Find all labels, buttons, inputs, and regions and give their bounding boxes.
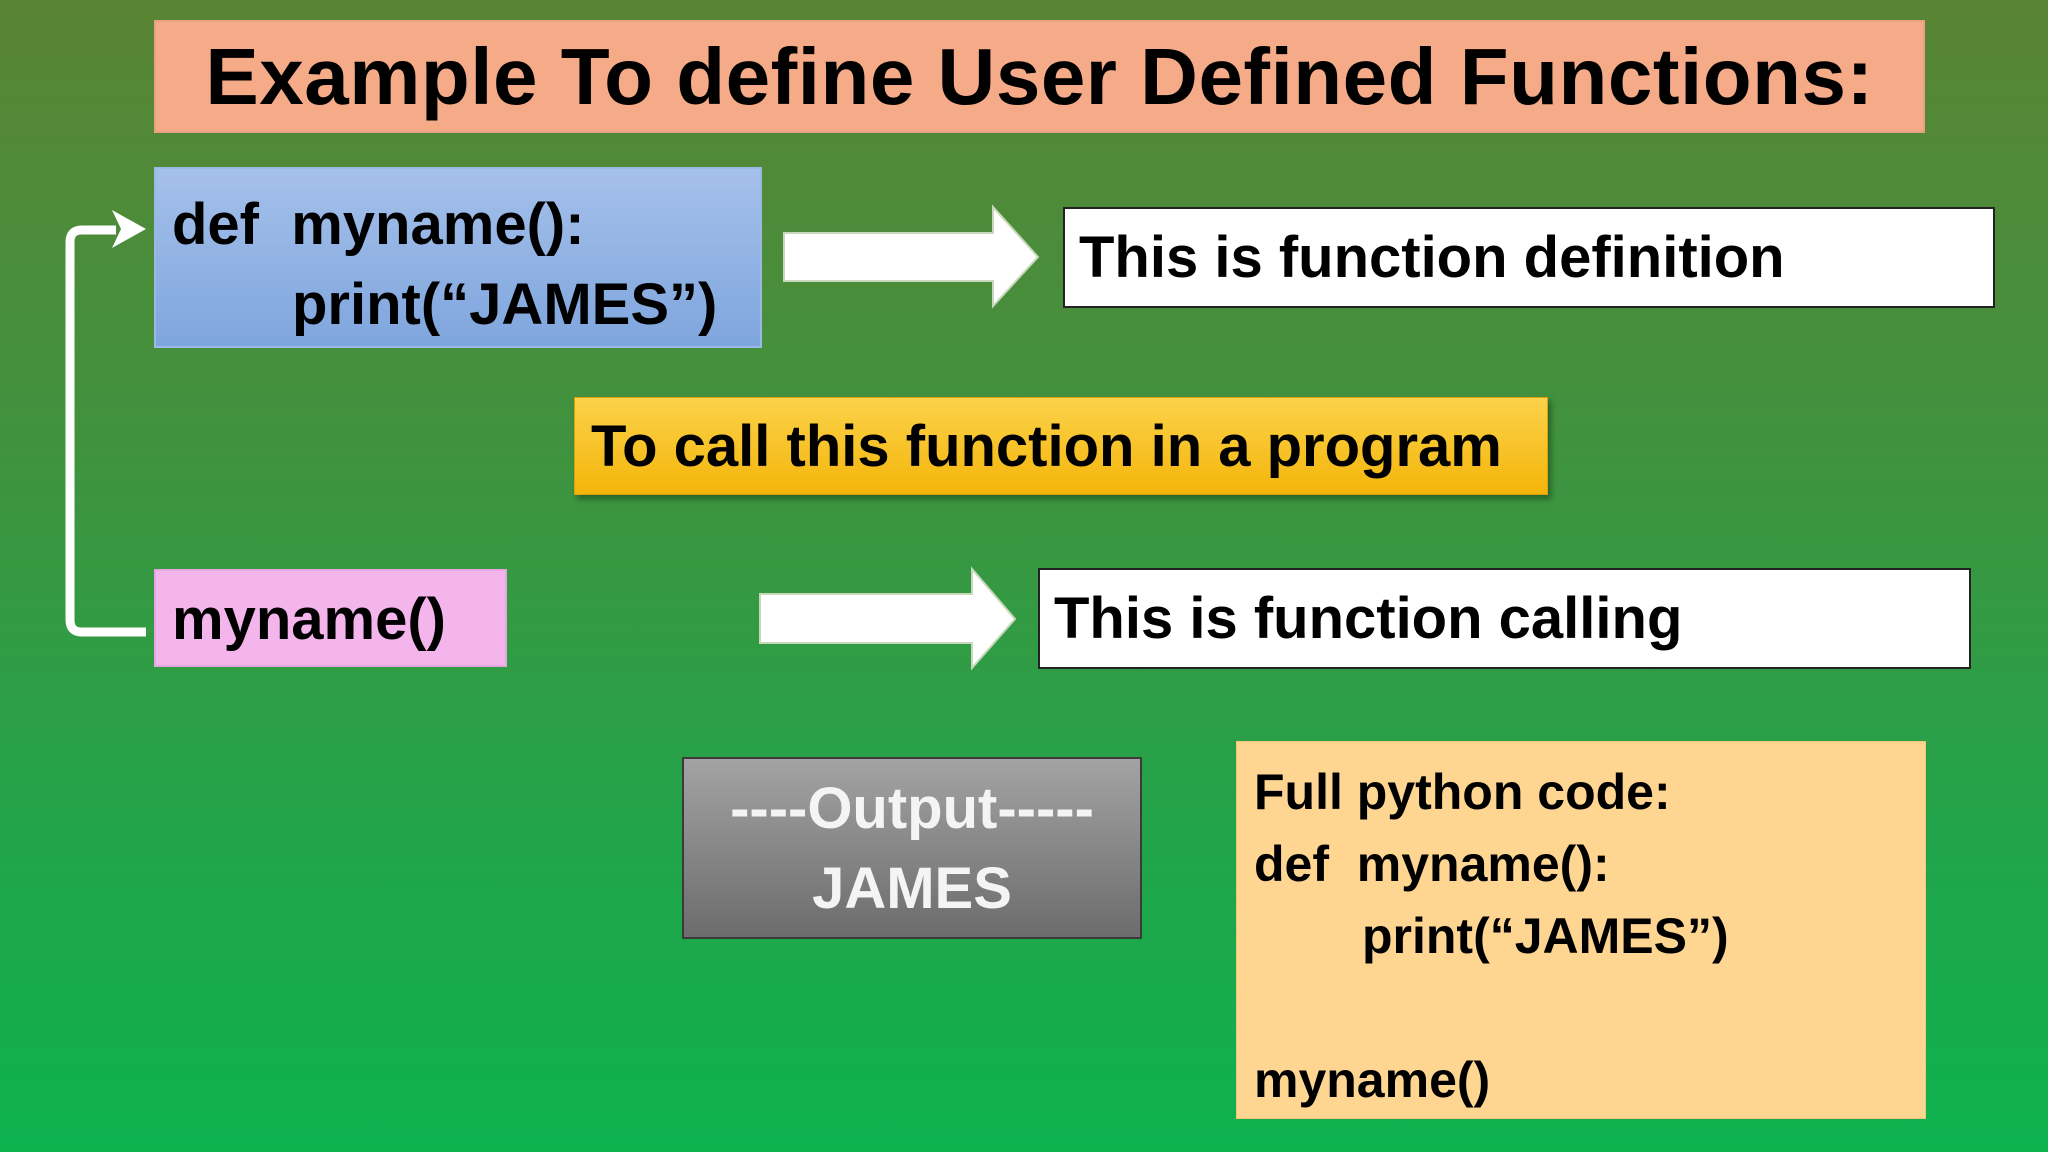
full-code-line-2: print(“JAMES”) [1362,908,1729,964]
function-definition-box: def myname(): print(“JAMES”) [154,167,762,348]
output-box: ----Output----- JAMES [682,757,1142,939]
call-instruction-banner: To call this function in a program [574,397,1548,495]
definition-arrow [783,204,1040,309]
full-code-line-1: def myname(): [1254,836,1610,892]
function-call-box: myname() [154,569,507,667]
full-code-heading: Full python code: [1254,764,1671,820]
call-note: This is function calling [1038,568,1971,669]
definition-line-2: print(“JAMES”) [292,272,718,337]
slide-title: Example To define User Defined Functions… [154,20,1925,133]
call-instruction-text: To call this function in a program [591,413,1502,479]
definition-note: This is function definition [1063,207,1995,308]
call-to-definition-connector [65,225,146,637]
full-code-line-3: myname() [1254,1052,1491,1108]
definition-note-text: This is function definition [1079,225,1785,290]
full-code-box: Full python code: def myname(): print(“J… [1236,741,1926,1119]
output-header: ----Output----- [730,776,1094,841]
connector-arrowhead [112,210,146,248]
calling-arrow [759,566,1017,671]
call-note-text: This is function calling [1054,586,1683,651]
function-call-text: myname() [172,587,446,652]
definition-line-1: def myname(): [172,192,585,257]
output-value: JAMES [812,856,1012,921]
